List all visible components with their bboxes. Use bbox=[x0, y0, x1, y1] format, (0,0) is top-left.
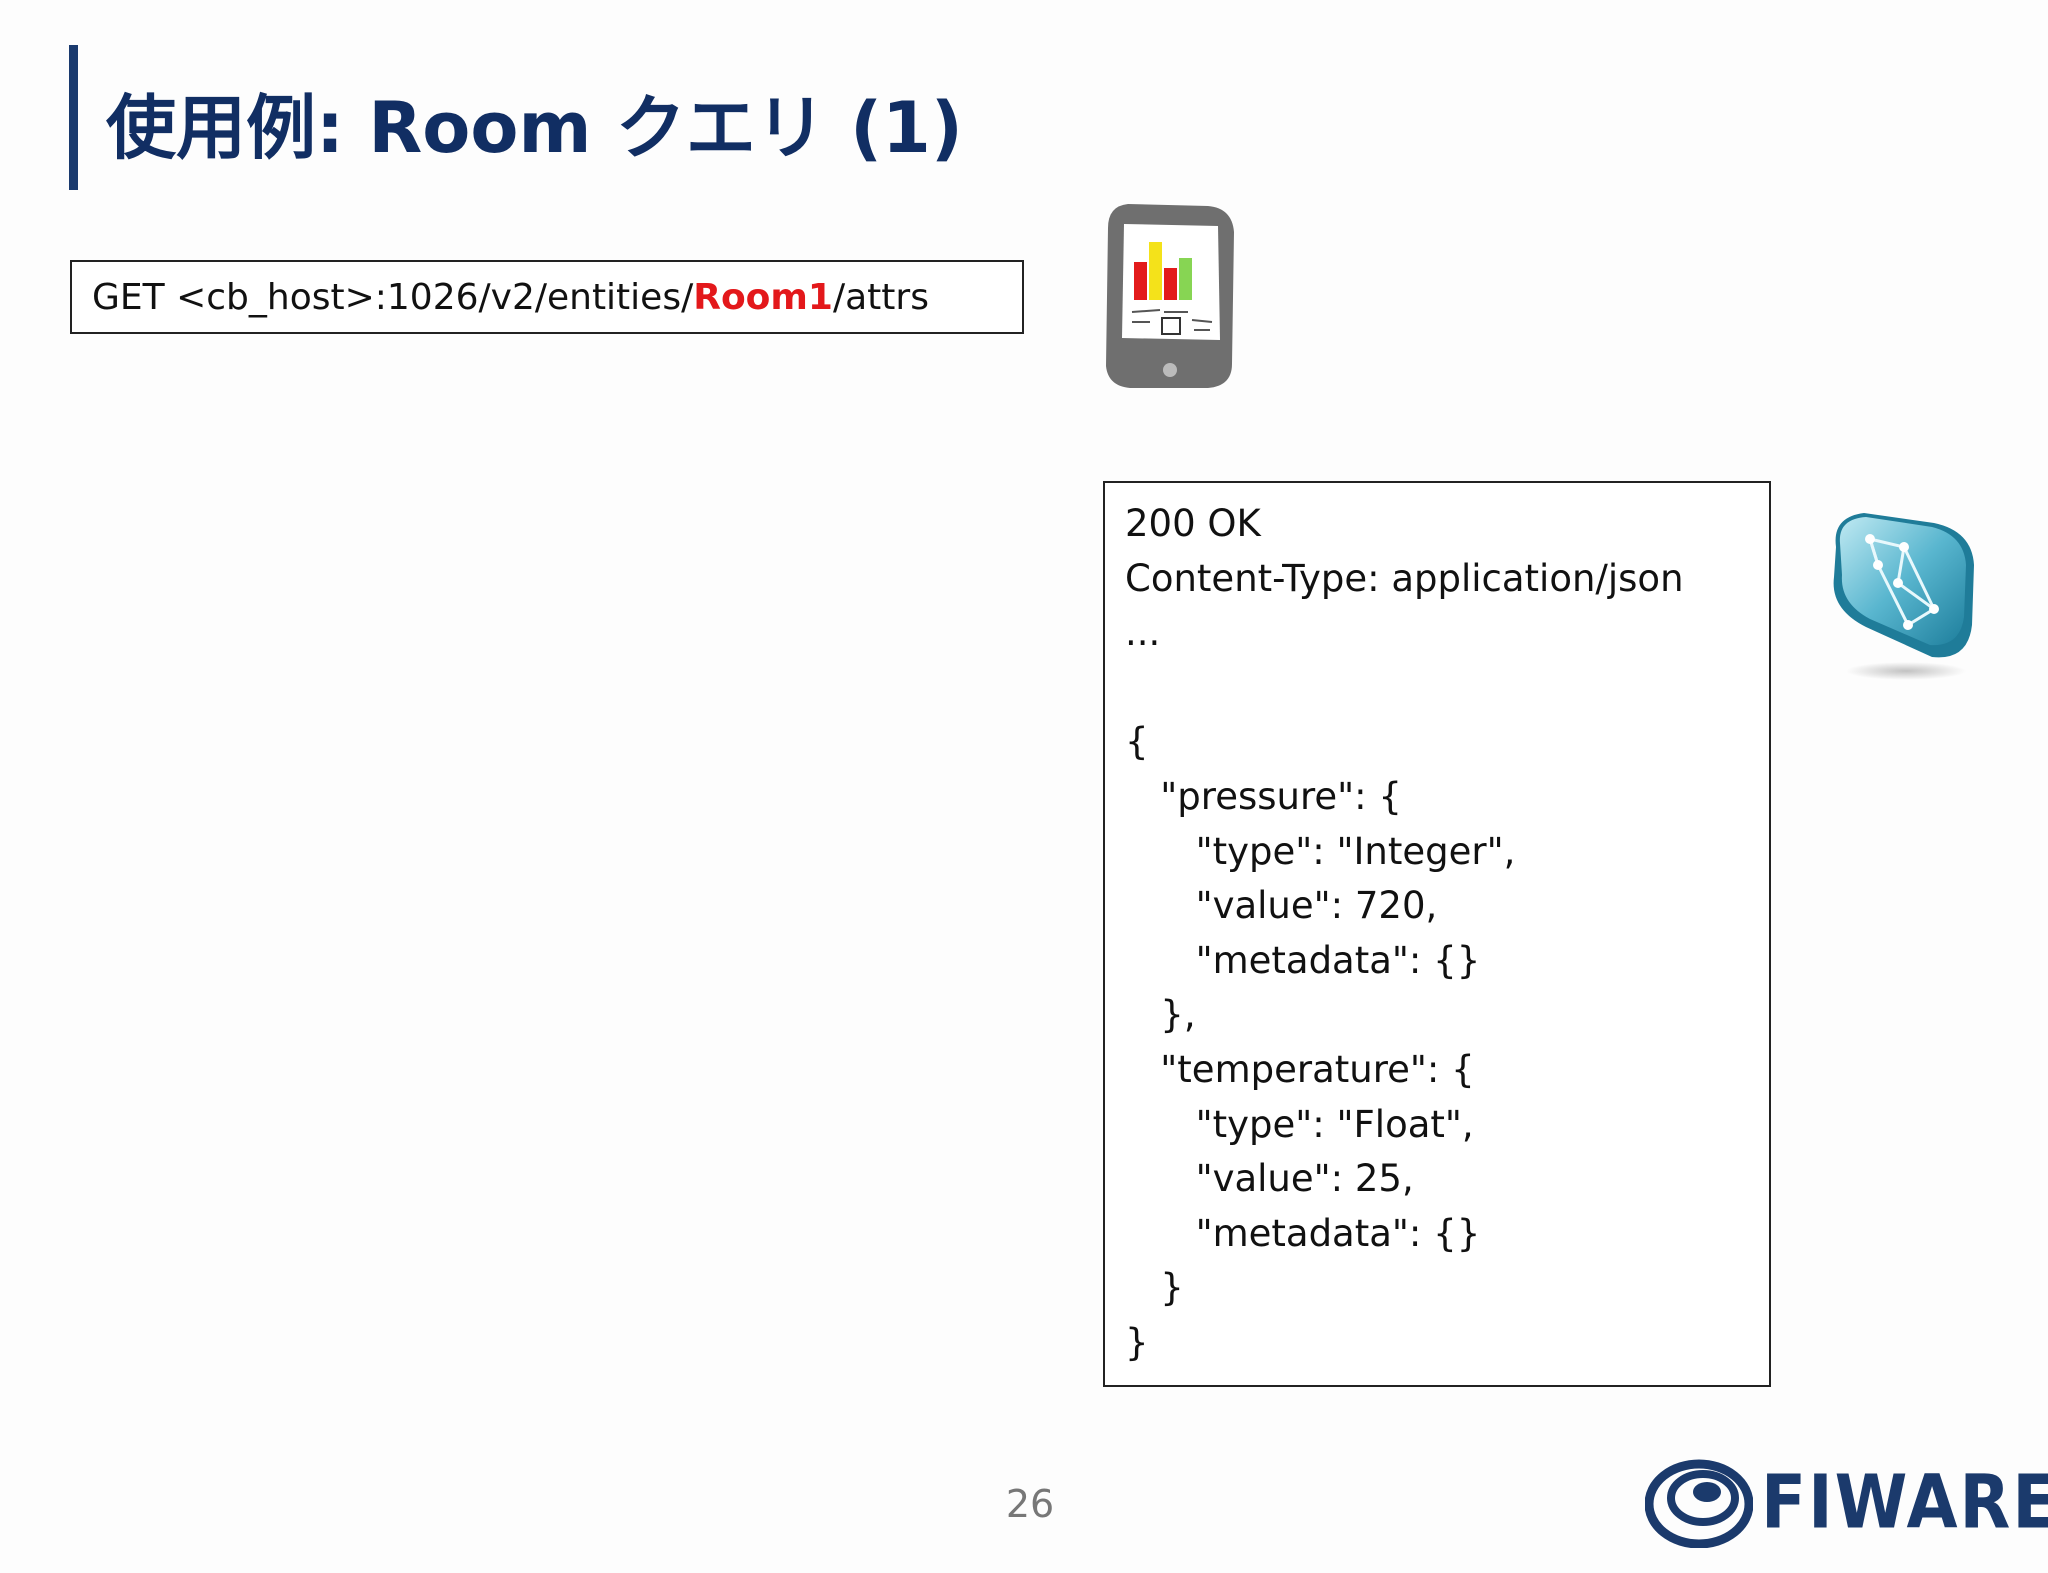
response-line: "type": "Integer", bbox=[1125, 829, 1516, 873]
context-broker-icon bbox=[1833, 513, 1974, 680]
response-line: 200 OK bbox=[1125, 502, 1261, 545]
response-line: "metadata": {} bbox=[1125, 938, 1481, 982]
response-line: "value": 720, bbox=[1125, 884, 1438, 928]
request-entity-id: Room1 bbox=[693, 277, 833, 318]
response-line bbox=[1125, 661, 1769, 716]
response-line: Content-Type: application/json bbox=[1125, 556, 1684, 600]
title-accent-bar bbox=[69, 45, 78, 190]
response-line: } bbox=[1125, 1266, 1184, 1310]
response-line: ... bbox=[1125, 611, 1161, 655]
smartphone-app-icon bbox=[1106, 204, 1234, 388]
fiware-logo-text: FIWARE bbox=[1761, 1459, 2048, 1546]
response-line: "temperature": { bbox=[1125, 1047, 1475, 1091]
response-line: { bbox=[1125, 720, 1149, 764]
request-box: GET <cb_host>:1026/v2/entities/Room1/att… bbox=[70, 260, 1024, 334]
response-line: "metadata": {} bbox=[1125, 1211, 1481, 1255]
fiware-swirl-icon bbox=[1645, 1459, 1753, 1548]
response-line: "pressure": { bbox=[1125, 774, 1402, 818]
response-line: "value": 25, bbox=[1125, 1157, 1414, 1201]
slide-title: 使用例: Room クエリ (1) bbox=[106, 87, 963, 169]
response-line: "type": "Float", bbox=[1125, 1102, 1474, 1146]
response-line: }, bbox=[1125, 993, 1196, 1037]
response-line: } bbox=[1125, 1320, 1149, 1364]
response-box: 200 OK Content-Type: application/json ..… bbox=[1103, 481, 1771, 1387]
request-suffix: /attrs bbox=[832, 277, 929, 318]
fiware-logo: FIWARE bbox=[1645, 1455, 2048, 1550]
request-prefix: GET <cb_host>:1026/v2/entities/ bbox=[92, 277, 694, 318]
page-number: 26 bbox=[1005, 1482, 1055, 1526]
